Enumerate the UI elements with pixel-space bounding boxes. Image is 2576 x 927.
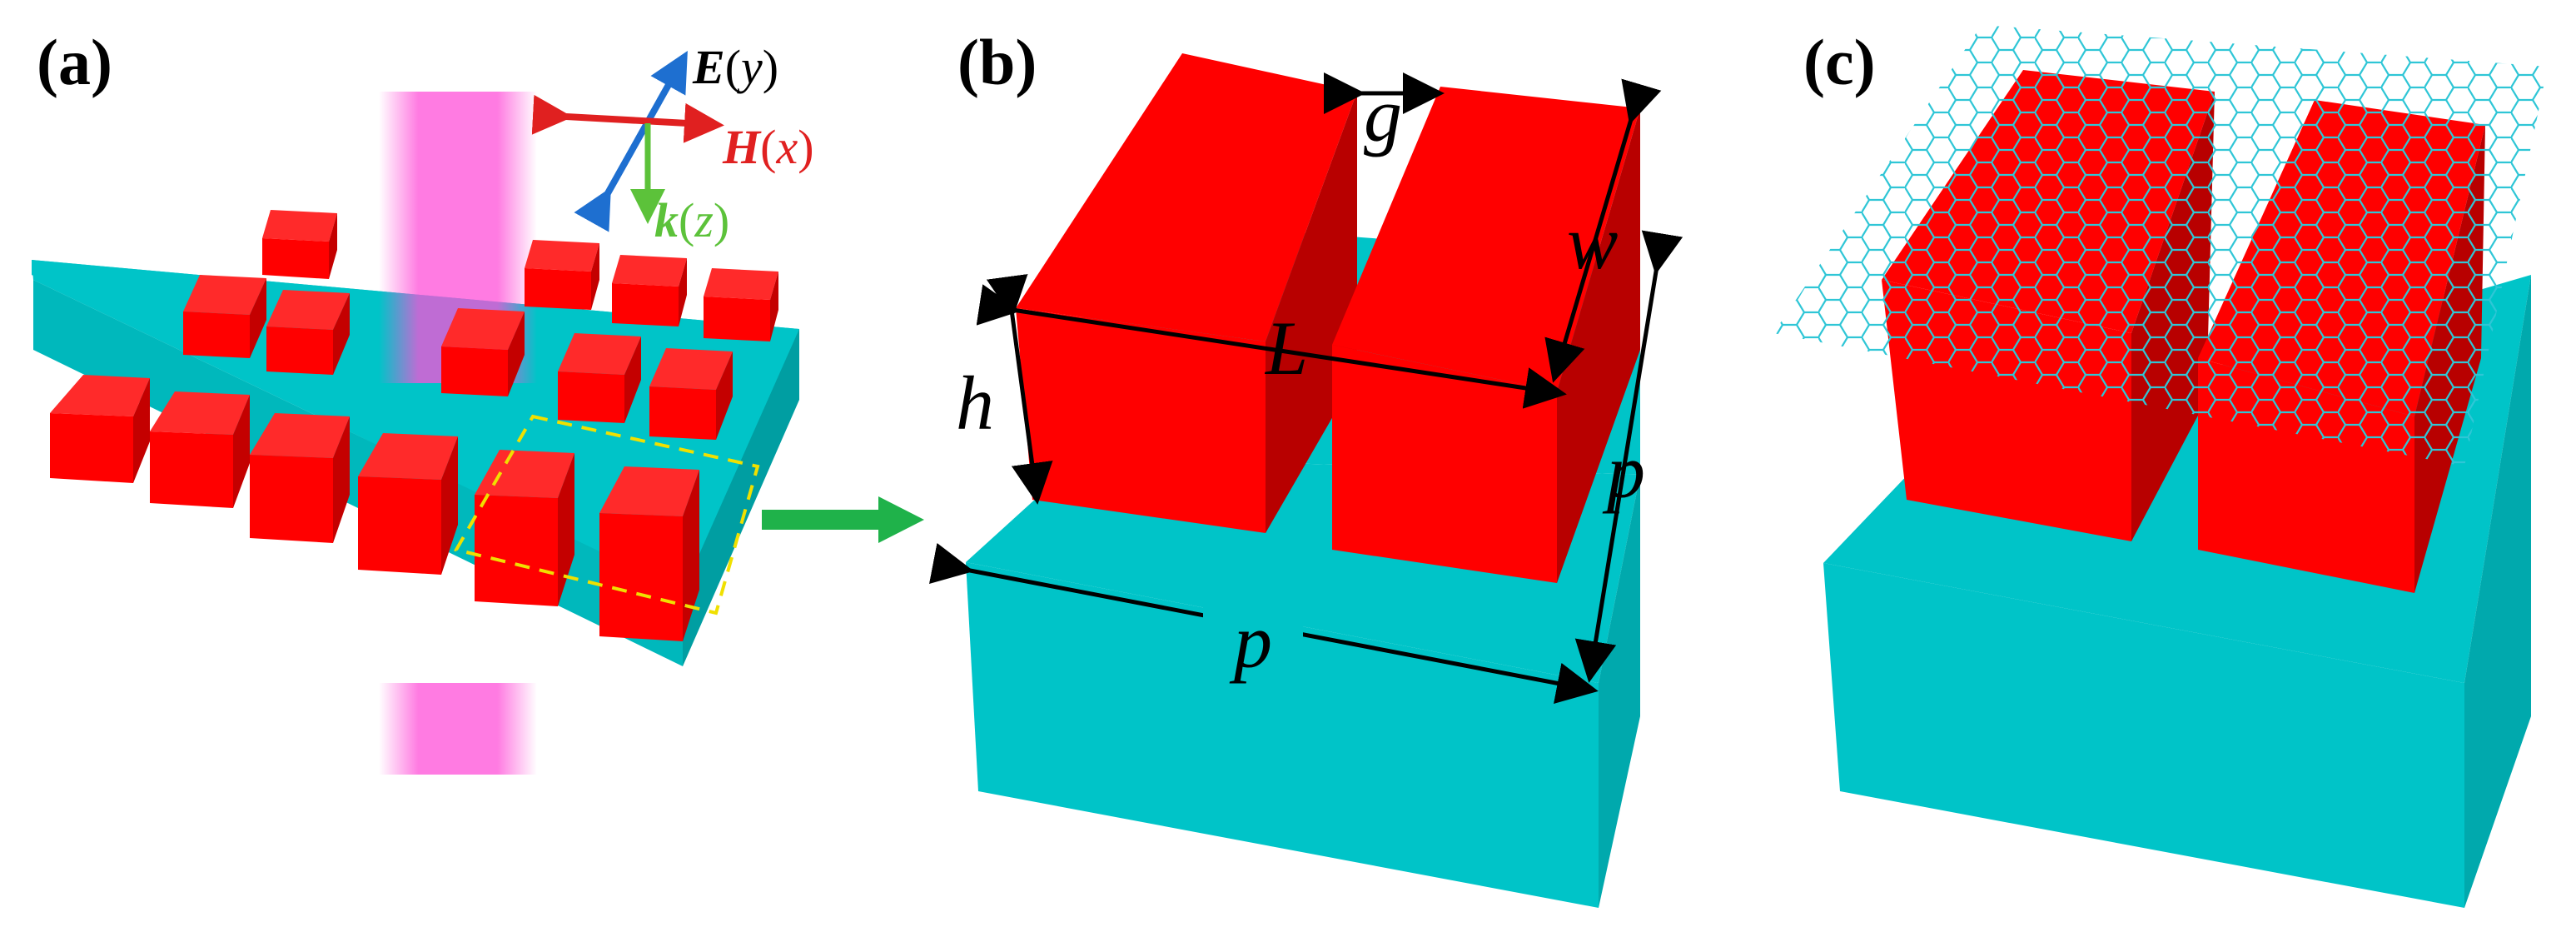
block	[358, 433, 458, 575]
resonator-left-b	[1016, 53, 1357, 533]
block	[612, 255, 687, 326]
substrate-front-c	[1823, 563, 2464, 908]
dim-label-h: h	[956, 361, 994, 446]
dim-L	[976, 284, 1567, 409]
block	[558, 333, 641, 423]
panel-b	[929, 53, 1683, 908]
panel-c	[1773, 25, 2548, 908]
block	[441, 308, 525, 396]
dim-p-side	[1574, 230, 1683, 683]
block	[704, 268, 778, 341]
block	[183, 275, 266, 358]
e-field-label: E(y)	[693, 40, 779, 94]
substrate-right-a	[683, 329, 799, 666]
block	[475, 450, 574, 606]
panel-label-a: (a)	[37, 26, 112, 98]
h-field-label: H(x)	[723, 120, 814, 174]
panel-label-c: (c)	[1803, 26, 1876, 98]
dim-h	[986, 274, 1053, 505]
unit-cell-outline	[453, 414, 760, 616]
panel-label-b: (b)	[957, 26, 1037, 98]
panel-a	[32, 51, 924, 775]
dim-label-L: L	[1266, 306, 1309, 391]
dim-label-g: g	[1364, 72, 1402, 157]
block	[649, 348, 733, 440]
substrate-right-c	[2464, 275, 2531, 908]
block	[250, 413, 350, 543]
h-field-arrow	[531, 94, 724, 143]
dim-label-p-bottom: p	[1234, 599, 1272, 684]
next-panel-arrow	[762, 496, 924, 543]
k-vector-label: k(z)	[654, 193, 730, 247]
graphene-sheet	[1773, 25, 2548, 466]
block	[266, 290, 350, 375]
dim-label-w: w	[1567, 200, 1619, 285]
dim-label-p-side: p	[1607, 429, 1645, 514]
beam-lower	[379, 683, 537, 775]
block	[599, 466, 699, 641]
block	[525, 240, 599, 310]
block	[150, 391, 250, 508]
block	[262, 210, 337, 279]
block	[50, 375, 150, 483]
block-array-a	[50, 210, 778, 641]
